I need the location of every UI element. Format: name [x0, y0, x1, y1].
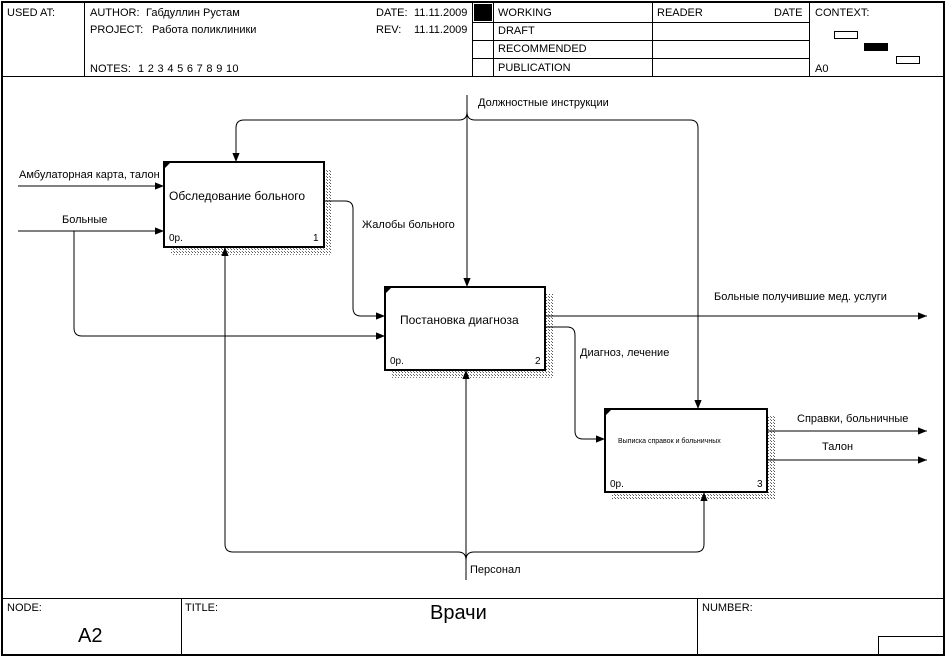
date-value: 11.11.2009 — [414, 7, 468, 19]
box-2-title: Постановка диагноза — [400, 313, 519, 327]
activity-box-2 — [384, 286, 546, 371]
node-value: A2 — [78, 625, 103, 647]
header-divider — [84, 3, 85, 76]
used-at-label: USED AT: — [7, 7, 56, 19]
context-box — [834, 31, 858, 39]
box-3-cost: 0р. — [610, 479, 624, 490]
status-working: WORKING — [498, 7, 552, 19]
status-recommended: RECOMMENDED — [498, 43, 587, 55]
label-ticket: Талон — [822, 441, 854, 453]
label-complaints: Жалобы больного — [362, 219, 455, 231]
activity-box-1 — [163, 161, 325, 248]
header-divider — [809, 3, 810, 76]
header-divider — [472, 3, 473, 76]
author-value: Габдуллин Рустам — [146, 7, 240, 19]
arrow-complaints — [324, 200, 385, 320]
box-3-number: 3 — [757, 479, 763, 490]
notes-label: NOTES: — [90, 63, 131, 75]
label-diagnosis: Диагноз, лечение — [580, 347, 670, 359]
label-certificates: Справки, больничные — [797, 413, 909, 425]
context-box — [896, 56, 920, 64]
box-corner-mark — [164, 162, 171, 169]
box-1-number: 1 — [313, 233, 319, 244]
box-1-cost: 0р. — [169, 233, 183, 244]
status-row-border — [472, 40, 809, 41]
rev-value: 11.11.2009 — [414, 24, 468, 36]
arrow-instructions-to-box1 — [232, 111, 468, 162]
title-label: TITLE: — [185, 602, 219, 614]
footer-divider — [181, 598, 182, 654]
date-label: DATE: — [376, 7, 408, 19]
reader-label: READER — [657, 7, 703, 19]
arrow-staff-to-box1 — [221, 247, 467, 561]
label-served: Больные получившие мед. услуги — [714, 291, 887, 303]
label-patients: Больные — [62, 214, 108, 226]
footer-corner-box — [878, 636, 943, 655]
status-publication: PUBLICATION — [498, 62, 571, 74]
context-node: A0 — [815, 63, 829, 75]
context-box-current — [864, 43, 888, 51]
header-bottom-border — [3, 76, 943, 77]
label-card: Амбулаторная карта, талон — [19, 169, 160, 181]
author-label: AUTHOR: — [90, 7, 140, 19]
notes-numbers: 1 2 3 4 5 6 7 8 9 10 — [138, 63, 239, 75]
status-row-border — [472, 58, 809, 59]
arrow-instructions-to-box3 — [466, 111, 702, 409]
box-2-cost: 0р. — [390, 356, 404, 367]
box-1-title: Обследование больного — [169, 189, 306, 203]
node-label: NODE: — [7, 602, 42, 614]
box-3-title: Выписка справок и больничных — [618, 438, 721, 445]
footer-top-border — [3, 598, 943, 599]
header-divider — [652, 3, 653, 76]
arrow-patients-to-box2 — [73, 231, 385, 340]
project-label: PROJECT: — [90, 24, 144, 36]
reader-date-label: DATE — [774, 7, 803, 19]
rev-label: REV: — [376, 24, 402, 36]
diagram-title: Врачи — [430, 602, 487, 624]
project-value: Работа поликлиники — [152, 24, 257, 36]
footer-divider — [697, 598, 698, 654]
box-corner-mark — [385, 287, 392, 294]
box-corner-mark — [605, 409, 612, 416]
header-divider — [493, 3, 494, 76]
working-marker — [474, 4, 492, 21]
status-draft: DRAFT — [498, 25, 535, 37]
label-staff: Персонал — [470, 564, 521, 576]
box-2-number: 2 — [535, 356, 541, 367]
label-instructions: Должностные инструкции — [478, 97, 609, 109]
status-row-border — [472, 22, 809, 23]
arrow-diagnosis — [545, 326, 605, 443]
activity-box-3 — [604, 408, 768, 493]
context-label: CONTEXT: — [815, 7, 870, 19]
number-label: NUMBER: — [702, 602, 753, 614]
arrow-staff-to-box3 — [465, 492, 708, 561]
